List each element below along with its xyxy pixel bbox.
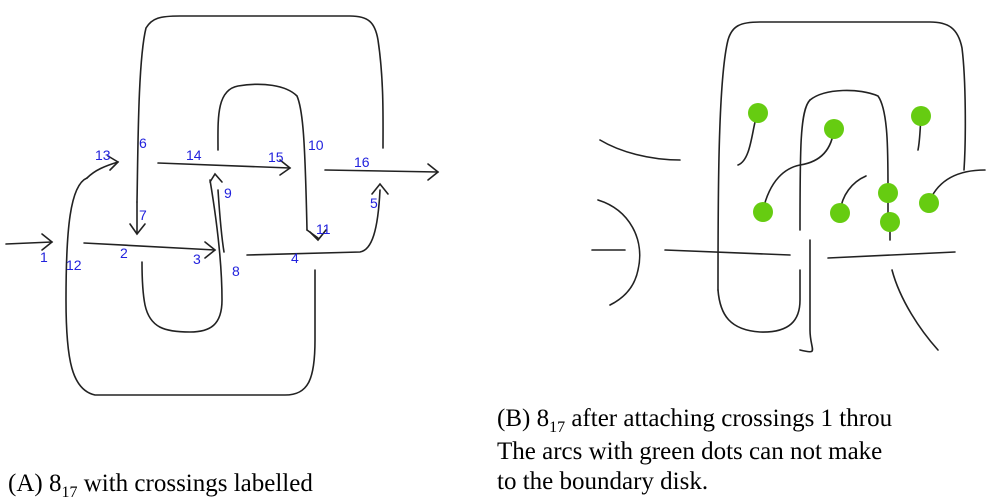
knot-arc bbox=[65, 177, 316, 396]
crossing-label: 11 bbox=[316, 221, 331, 237]
knot-arc bbox=[217, 189, 225, 253]
crossing-label: 10 bbox=[308, 137, 324, 153]
crossing-label: 6 bbox=[139, 135, 147, 151]
crossing-label: 16 bbox=[354, 154, 370, 170]
green-dot bbox=[919, 193, 939, 213]
crossing-label: 14 bbox=[186, 147, 202, 163]
knot-arc bbox=[799, 239, 814, 353]
knot-arc bbox=[717, 269, 801, 333]
crossing-label: 5 bbox=[370, 195, 378, 211]
knot-arc bbox=[664, 249, 791, 256]
knot-arc bbox=[5, 241, 53, 245]
knot-arc bbox=[246, 189, 381, 256]
knot-arc bbox=[762, 127, 835, 211]
knot-arc bbox=[324, 169, 439, 173]
panel-b-diagram bbox=[591, 21, 986, 353]
crossing-label: 1 bbox=[40, 249, 48, 265]
crossing-label: 15 bbox=[268, 149, 284, 165]
caption-b: (B) 817 after attaching crossings 1 thro… bbox=[497, 404, 892, 497]
knot-arc bbox=[157, 162, 291, 169]
caption-a-knot: 817 bbox=[48, 470, 78, 501]
caption-b-line1: (B) 817 after attaching crossings 1 thro… bbox=[497, 405, 893, 436]
crossing-label: 4 bbox=[291, 250, 299, 266]
green-dot bbox=[911, 106, 931, 126]
green-dot bbox=[878, 183, 898, 203]
knot-arc bbox=[83, 242, 216, 251]
caption-b-line2: The arcs with green dots can not make bbox=[497, 438, 883, 465]
green-dot bbox=[880, 212, 900, 232]
knot-arc bbox=[141, 179, 223, 333]
arrowhead bbox=[427, 163, 440, 181]
crossing-label: 12 bbox=[66, 257, 82, 273]
arrowhead bbox=[107, 155, 120, 171]
arrowhead bbox=[41, 233, 54, 251]
crossing-label: 9 bbox=[224, 185, 232, 201]
knot-arc bbox=[799, 99, 811, 231]
knot-arc bbox=[217, 83, 308, 231]
knot-arc bbox=[86, 161, 119, 179]
panel-a-diagram bbox=[5, 15, 440, 396]
green-dot bbox=[748, 103, 768, 123]
green-dot bbox=[753, 202, 773, 222]
crossing-label: 8 bbox=[232, 263, 240, 279]
crossing-label: 2 bbox=[120, 245, 128, 261]
knot-arc bbox=[929, 169, 986, 201]
arrowhead bbox=[309, 229, 327, 242]
knot-arc bbox=[827, 251, 956, 259]
caption-a-tag: (A) bbox=[8, 470, 43, 497]
arrowhead bbox=[279, 159, 292, 176]
knot-arc bbox=[891, 269, 939, 351]
arrowhead bbox=[129, 223, 146, 236]
arrowhead bbox=[371, 182, 389, 195]
green-dot bbox=[824, 119, 844, 139]
crossing-label: 3 bbox=[193, 251, 201, 267]
caption-a-text: with crossings labelled bbox=[77, 470, 313, 497]
arrowhead bbox=[209, 172, 223, 183]
knot-arc bbox=[597, 199, 641, 306]
green-dots bbox=[748, 103, 939, 232]
caption-b-line3: to the boundary disk. bbox=[497, 468, 709, 495]
green-dot bbox=[830, 203, 850, 223]
crossing-label: 13 bbox=[95, 147, 111, 163]
crossing-label: 7 bbox=[139, 207, 147, 223]
caption-a: (A) 817 with crossings labelled bbox=[8, 469, 313, 502]
knot-arc bbox=[809, 89, 889, 191]
knot-arc bbox=[717, 21, 967, 291]
arrowhead bbox=[204, 241, 217, 259]
knot-arc bbox=[136, 15, 384, 203]
knot-arc bbox=[599, 139, 681, 161]
